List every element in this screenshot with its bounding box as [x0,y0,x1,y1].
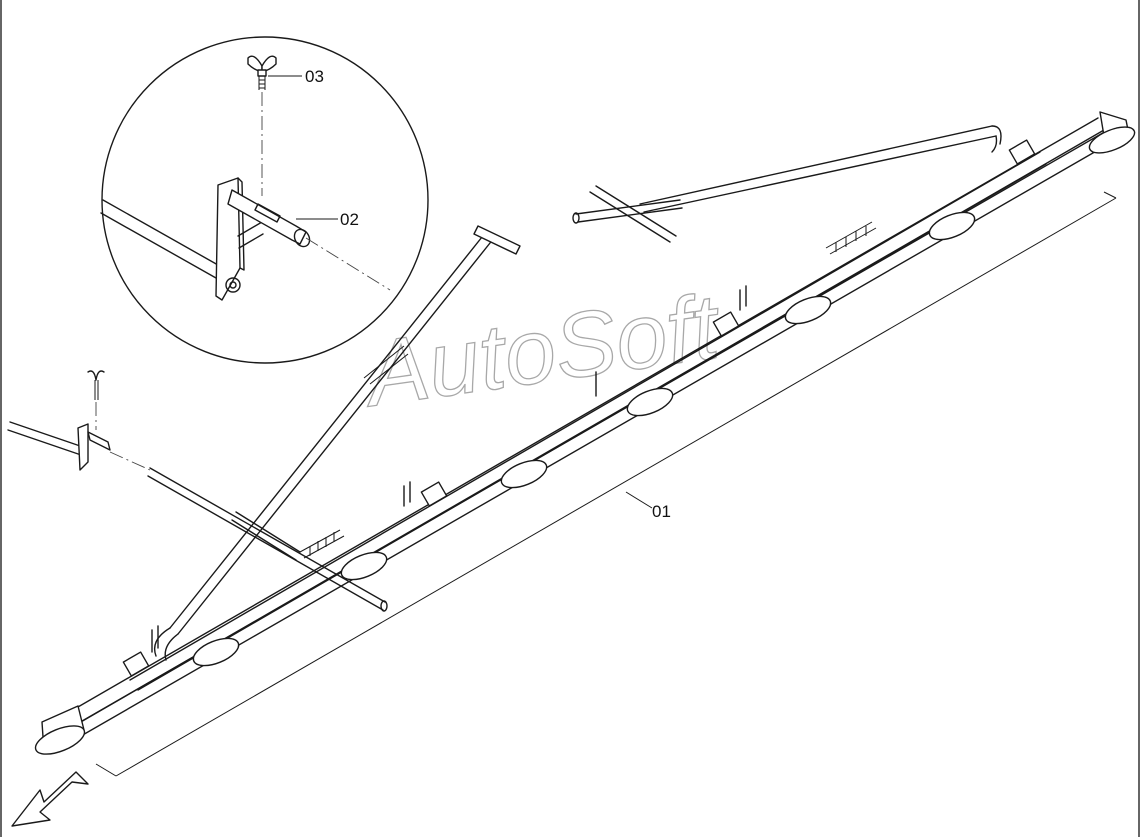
detail-circle [101,36,429,364]
left-pin [87,431,111,451]
detail-bolt-hole [225,277,241,293]
front-handle-shaft [169,231,495,635]
detail-bracket-plate [215,177,241,301]
left-axis-diagonal [109,451,151,471]
clamp-block-3 [712,311,740,337]
rear-handle-bar [575,199,683,223]
callout-02: 02 [340,210,359,229]
skid-shoe-3 [500,459,548,489]
inner-rail-top [129,151,1041,681]
detail-bracket-brace [237,221,263,237]
left-bracket [77,423,89,471]
skid-shoe-6 [928,211,976,241]
skid-shoe-1 [192,637,240,667]
upright-2 [403,481,411,507]
tension-spring-front [299,529,345,559]
main-beam-bottom [73,141,1113,741]
tension-spring-rear [825,221,877,255]
clamp-block-4 [1008,139,1036,165]
front-handle-plate [363,345,409,385]
detail-bar-bottom-edge [100,212,217,279]
front-tow-handle [153,225,521,661]
detail-pin-slot [254,203,281,223]
rear-handle-cross [589,185,677,243]
rear-handle-end [572,212,580,224]
cross-rod-end [380,600,388,612]
inner-rail-bottom [137,163,1047,691]
skid-shoe-4 [626,387,674,417]
detail-bolt-hole-inner [229,281,237,289]
rear-skid [1088,126,1136,154]
callout-03: 03 [305,67,324,86]
clamp-block-1 [122,651,150,677]
extent-end-left [95,763,117,777]
rear-tow-handle [572,125,1002,243]
detail-bracket-brace-2 [238,233,264,249]
front-handle-cross [231,511,301,561]
left-rod [7,421,87,457]
left-wing-nut-icon [87,370,105,400]
clamp-block-2 [420,481,448,507]
front-handle-bend [153,627,179,661]
skid-shoe-2 [340,551,388,581]
left-hardware-exploded [7,370,388,612]
upright-1 [151,625,159,653]
watermark-text-line-1: AutoSoft [356,275,728,426]
wing-nut-icon [247,55,277,90]
skid-shoe-5 [784,295,832,325]
cross-rod [147,467,386,611]
detail-pin-end [293,228,311,248]
extent-end-right [1103,191,1117,199]
detail-bar-top-edge [102,199,219,266]
watermark: AutoSoft [355,275,728,428]
main-frame [34,111,1136,755]
front-skid [34,725,86,755]
front-handle-grip [473,225,521,255]
arrow-down-left-icon [11,771,89,827]
rear-handle-bend [991,125,1002,153]
callout-01: 01 [652,502,671,521]
detail-bracket-side [237,177,245,271]
upright-3 [739,285,747,311]
detail-view: 03 02 [100,36,429,364]
detail-axis-diagonal [305,237,391,291]
leader-01 [625,491,653,509]
main-beam-top [51,117,1099,723]
part-01-extent: 01 [95,191,1117,777]
extent-line [115,197,1117,777]
rear-handle-shaft [639,125,997,213]
